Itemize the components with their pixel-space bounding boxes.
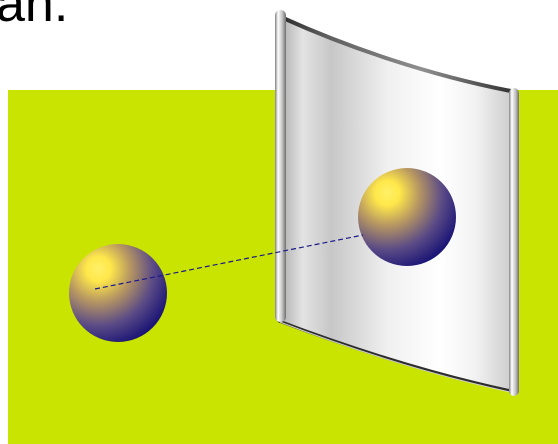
mirror-left-post (275, 10, 286, 322)
mirror-right-post (509, 88, 519, 396)
image-sphere (358, 168, 456, 266)
object-sphere (69, 244, 167, 342)
